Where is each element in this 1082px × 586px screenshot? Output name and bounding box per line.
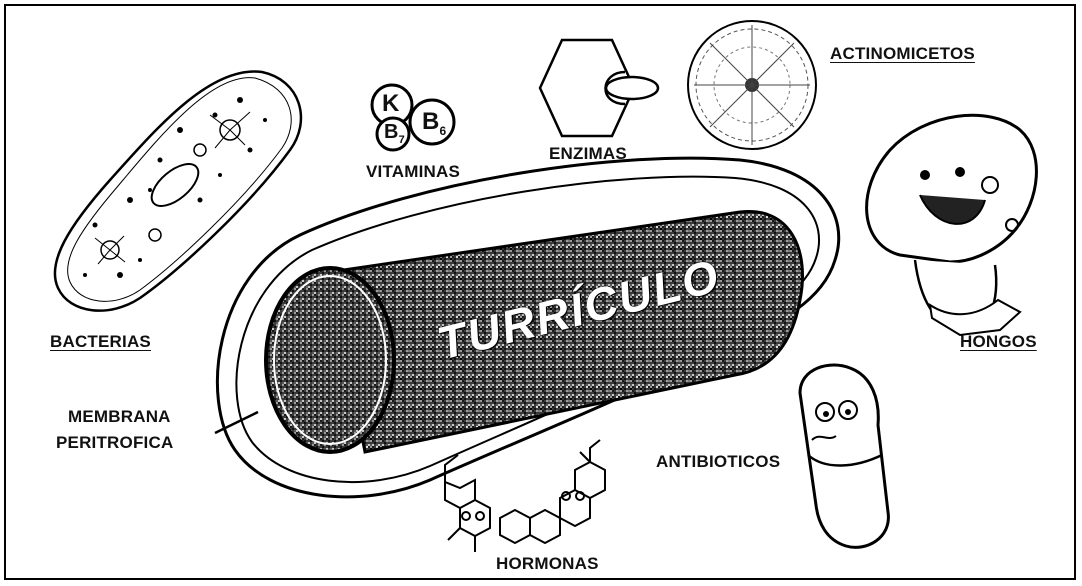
actinomycetes-illustration [688,21,816,149]
label-vitaminas: VITAMINAS [366,162,460,182]
vitamin-b6-sub: 6 [440,124,447,138]
label-bacterias: BACTERIAS [50,332,151,352]
label-membrana-line2: PERITROFICA [56,430,173,456]
vitamin-b7-letter: B7 [384,121,405,146]
vitamin-b6-letter: B6 [422,108,446,138]
label-membrana: MEMBRANA PERITROFICA [56,404,173,456]
enzymes-illustration [540,40,658,136]
antibiotic-illustration [800,365,888,547]
vitamin-b7-sub: 7 [399,134,405,146]
label-hormonas: HORMONAS [496,554,599,574]
label-enzimas: ENZIMAS [549,144,627,164]
vitamin-b7-b: B [384,121,399,143]
fungus-illustration [867,115,1037,335]
label-hongos: HONGOS [960,332,1037,352]
vitamin-b6-b: B [422,108,440,135]
vitamin-k-letter: K [382,90,400,118]
label-antibioticos: ANTIBIOTICOS [656,452,780,472]
label-membrana-line1: MEMBRANA [56,404,173,430]
label-actinomicetos: ACTINOMICETOS [830,44,975,64]
